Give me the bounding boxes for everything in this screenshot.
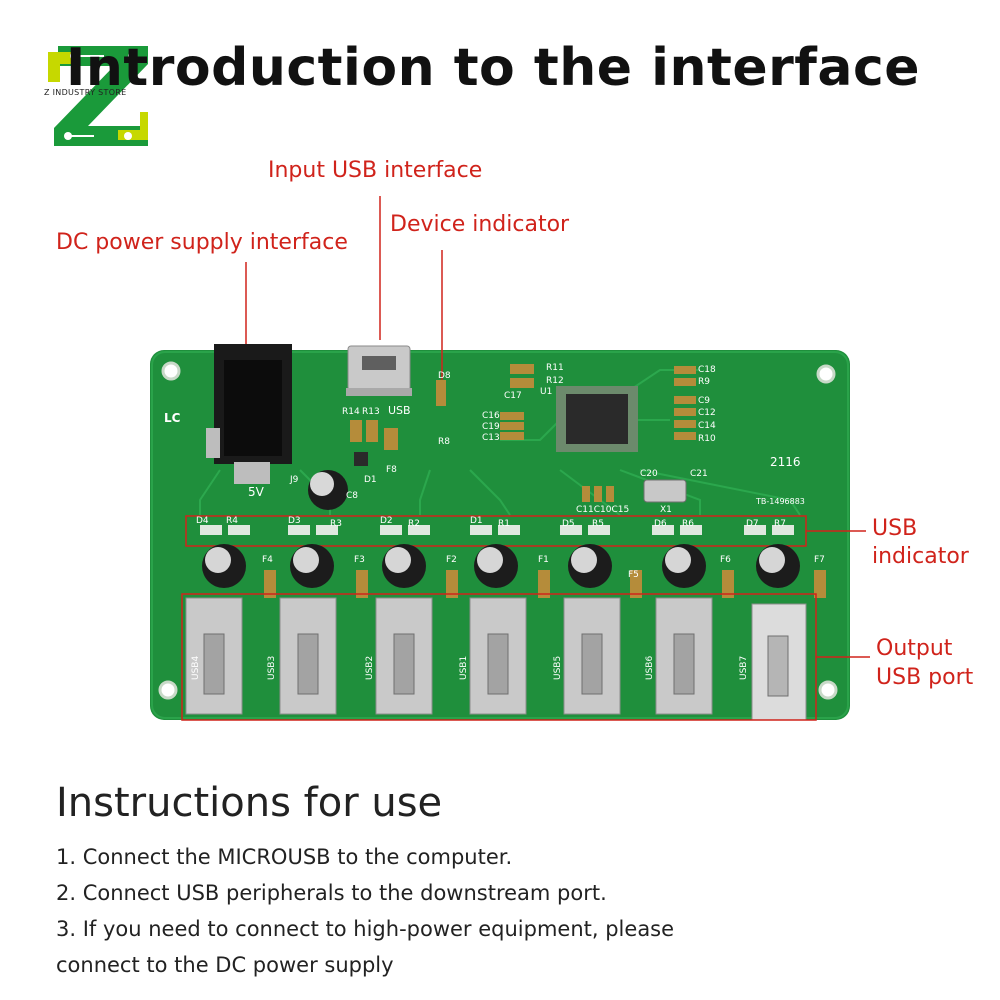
instruction-step-1: 1. Connect the MICROUSB to the computer. [56, 845, 513, 869]
silk-r5: R5 [592, 519, 604, 529]
fuse-row [264, 570, 826, 598]
capacitor-row [202, 544, 800, 588]
hub-controller-chip [556, 386, 638, 452]
silk-r4: R4 [226, 516, 238, 526]
silk-c12: C12 [698, 408, 716, 418]
indicator-row [200, 525, 794, 535]
silk-usb6: USB6 [645, 656, 655, 680]
silk-c14: C14 [698, 421, 716, 431]
silk-r8: R8 [438, 437, 450, 447]
silk-date: 2116 [770, 455, 801, 469]
silk-d8: D8 [438, 371, 451, 381]
dc-jack [206, 344, 292, 484]
silk-d4: D4 [196, 516, 209, 526]
crystal [643, 479, 687, 503]
silk-usb1: USB1 [459, 656, 469, 680]
instructions-title: Instructions for use [56, 780, 443, 826]
silk-d7: D7 [746, 519, 759, 529]
instruction-step-2: 2. Connect USB peripherals to the downst… [56, 881, 607, 905]
silk-r6: R6 [682, 519, 694, 529]
silk-usb5: USB5 [553, 656, 563, 680]
silk-r14: R14 [342, 407, 360, 417]
silk-d5: D5 [562, 519, 575, 529]
silk-d2: D2 [380, 516, 393, 526]
mounting-holes [158, 361, 838, 700]
silk-u1: U1 [540, 387, 552, 397]
silk-f6: F6 [720, 555, 731, 565]
silk-d1-top: D1 [364, 475, 377, 485]
silk-usb2: USB2 [365, 656, 375, 680]
silk-r10: R10 [698, 434, 716, 444]
silk-f4: F4 [262, 555, 273, 565]
silk-usb4: USB4 [191, 656, 201, 680]
instruction-step-3-cont: connect to the DC power supply [56, 953, 394, 977]
callout-usb-indicator-line2: indicator [872, 544, 969, 569]
silk-5v: 5V [248, 485, 265, 499]
silk-usb: USB [388, 404, 411, 417]
silk-c13: C13 [482, 433, 500, 443]
silk-r2: R2 [408, 519, 420, 529]
silk-c9: C9 [698, 396, 710, 406]
logo-text: Z INDUSTRY STORE [44, 88, 127, 97]
instruction-step-3: 3. If you need to connect to high-power … [56, 917, 675, 941]
callout-output-usb-line1: Output [876, 636, 953, 661]
callout-dc-power: DC power supply interface [56, 230, 348, 255]
silk-x1: X1 [660, 505, 672, 515]
silk-r13: R13 [362, 407, 380, 417]
silk-r1: R1 [498, 519, 510, 529]
silk-c8: C8 [346, 491, 358, 501]
silk-d3: D3 [288, 516, 301, 526]
silk-c11c10c15: C11C10C15 [576, 505, 629, 515]
silk-f3: F3 [354, 555, 365, 565]
silk-c17: C17 [504, 391, 522, 401]
silk-c19: C19 [482, 422, 500, 432]
silk-r7: R7 [774, 519, 786, 529]
micro-usb-port [346, 345, 412, 396]
callout-device-indicator: Device indicator [390, 212, 570, 237]
silk-f5: F5 [628, 570, 639, 580]
silk-r12: R12 [546, 376, 564, 386]
silk-usb7: USB7 [739, 656, 749, 680]
callout-output-usb-line2: USB port [876, 665, 974, 690]
silk-d6: D6 [654, 519, 667, 529]
silk-f8: F8 [386, 465, 397, 475]
output-usb-ports [185, 597, 807, 721]
callout-usb-indicator-line1: USB [872, 516, 918, 541]
store-logo [48, 46, 148, 146]
silk-model: TB-1496883 [755, 497, 805, 506]
silk-f1: F1 [538, 555, 549, 565]
silk-lc: LC [164, 411, 181, 425]
capacitor-c8 [308, 470, 348, 510]
silk-r9: R9 [698, 377, 710, 387]
silk-c21: C21 [690, 469, 708, 479]
silk-r11: R11 [546, 363, 564, 373]
silk-c18: C18 [698, 365, 716, 375]
silk-c16: C16 [482, 411, 500, 421]
silk-c20: C20 [640, 469, 658, 479]
silk-r3: R3 [330, 519, 342, 529]
callout-input-usb: Input USB interface [268, 158, 483, 183]
silk-usb3: USB3 [267, 656, 277, 680]
page-title: Introduction to the interface [66, 38, 921, 98]
silk-d1: D1 [470, 516, 483, 526]
silk-f2: F2 [446, 555, 457, 565]
silk-f7: F7 [814, 555, 825, 565]
silk-j9: J9 [289, 475, 299, 485]
